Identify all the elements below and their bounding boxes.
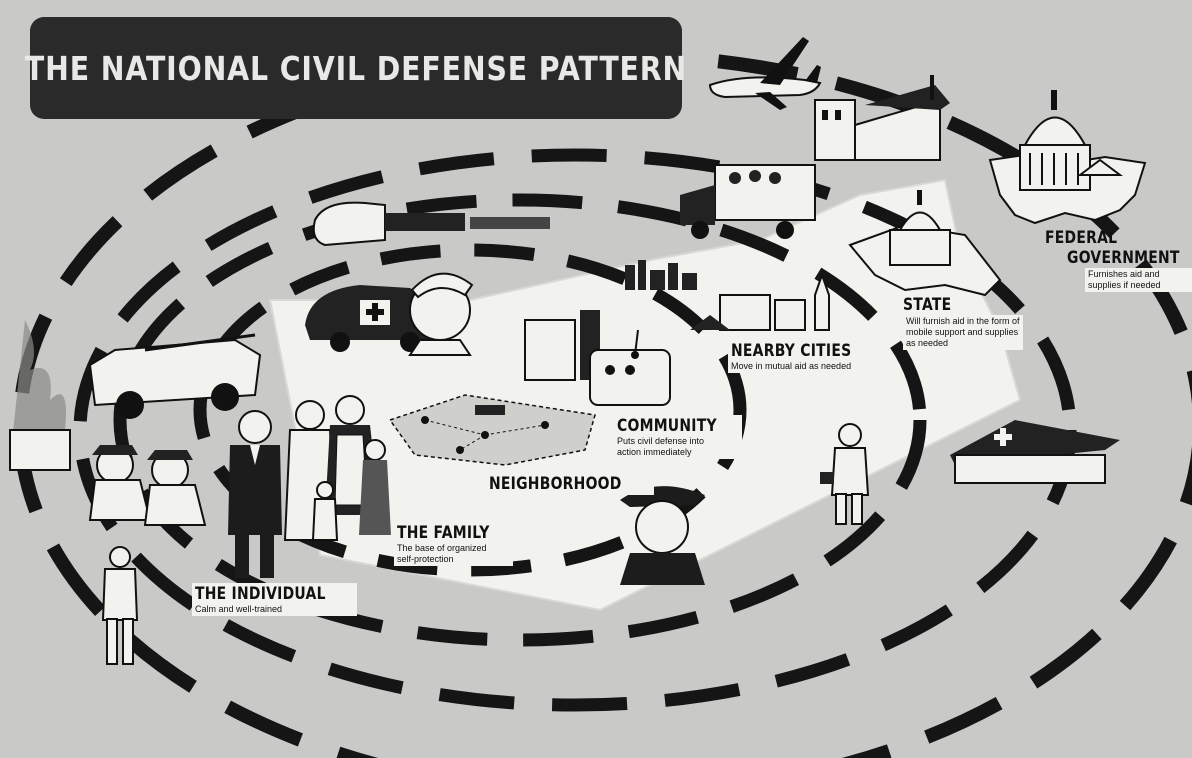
label-community-name: COMMUNITY bbox=[617, 416, 717, 436]
label-community: COMMUNITY Puts civil defense into action… bbox=[614, 415, 742, 459]
train-icon bbox=[312, 201, 550, 247]
burning-building-icon bbox=[9, 320, 71, 471]
label-federal: FEDERAL GOVERNMENT Furnishes aid and sup… bbox=[1045, 228, 1192, 292]
airplane-icon bbox=[708, 37, 822, 110]
policeman-icon bbox=[620, 486, 705, 585]
family-icon bbox=[283, 395, 391, 541]
label-federal-name-1: FEDERAL bbox=[1045, 228, 1118, 248]
label-nearby-cities: NEARBY CITIES Move in mutual aid as need… bbox=[728, 340, 881, 373]
label-community-desc: Puts civil defense into action immediate… bbox=[617, 436, 705, 457]
label-state: STATE Will furnish aid in the form of mo… bbox=[903, 295, 1023, 350]
warden-icon bbox=[101, 546, 139, 665]
nurse-icon bbox=[408, 272, 474, 356]
label-individual: THE INDIVIDUAL Calm and well-trained bbox=[192, 583, 358, 616]
label-neighborhood-name: NEIGHBORHOOD bbox=[489, 474, 622, 494]
city-skyline-icon bbox=[625, 260, 697, 290]
title-bar: THE NATIONAL CIVIL DEFENSE PATTERN bbox=[25, 17, 686, 119]
hospital-icon bbox=[950, 420, 1120, 484]
ring-innermost bbox=[193, 243, 747, 577]
label-nearby-cities-desc: Move in mutual aid as needed bbox=[731, 361, 852, 371]
rescue-worker-icon bbox=[820, 423, 870, 525]
label-federal-name-2: GOVERNMENT bbox=[1067, 248, 1180, 268]
page-title: THE NATIONAL CIVIL DEFENSE PATTERN bbox=[24, 48, 688, 88]
fire-truck-icon bbox=[88, 333, 262, 419]
ring-inner bbox=[113, 193, 927, 647]
church-icon bbox=[690, 271, 830, 331]
label-family: THE FAMILY The base of organized self-pr… bbox=[394, 522, 513, 566]
label-individual-desc: Calm and well-trained bbox=[195, 604, 283, 614]
label-family-name: THE FAMILY bbox=[397, 523, 490, 543]
label-state-desc: Will furnish aid in the form of mobile s… bbox=[903, 315, 1023, 350]
label-state-name: STATE bbox=[903, 295, 952, 315]
label-neighborhood: NEIGHBORHOOD bbox=[486, 473, 654, 495]
neighborhood-map-icon bbox=[388, 394, 596, 466]
firefighter-icon bbox=[88, 445, 207, 526]
truck-icon bbox=[680, 164, 816, 239]
individual-man-icon bbox=[228, 410, 282, 578]
label-nearby-cities-name: NEARBY CITIES bbox=[731, 341, 852, 361]
ring-middle bbox=[73, 148, 1077, 712]
label-family-desc: The base of organized self-protection bbox=[397, 543, 487, 564]
state-capitol-icon bbox=[848, 190, 1002, 297]
label-federal-desc: Furnishes aid and supplies if needed bbox=[1085, 268, 1192, 292]
control-center-icon bbox=[524, 310, 671, 406]
capitol-dome-icon bbox=[988, 90, 1147, 225]
label-individual-name: THE INDIVIDUAL bbox=[195, 584, 326, 604]
factory-icon bbox=[814, 75, 950, 161]
ambulance-icon bbox=[305, 285, 430, 352]
